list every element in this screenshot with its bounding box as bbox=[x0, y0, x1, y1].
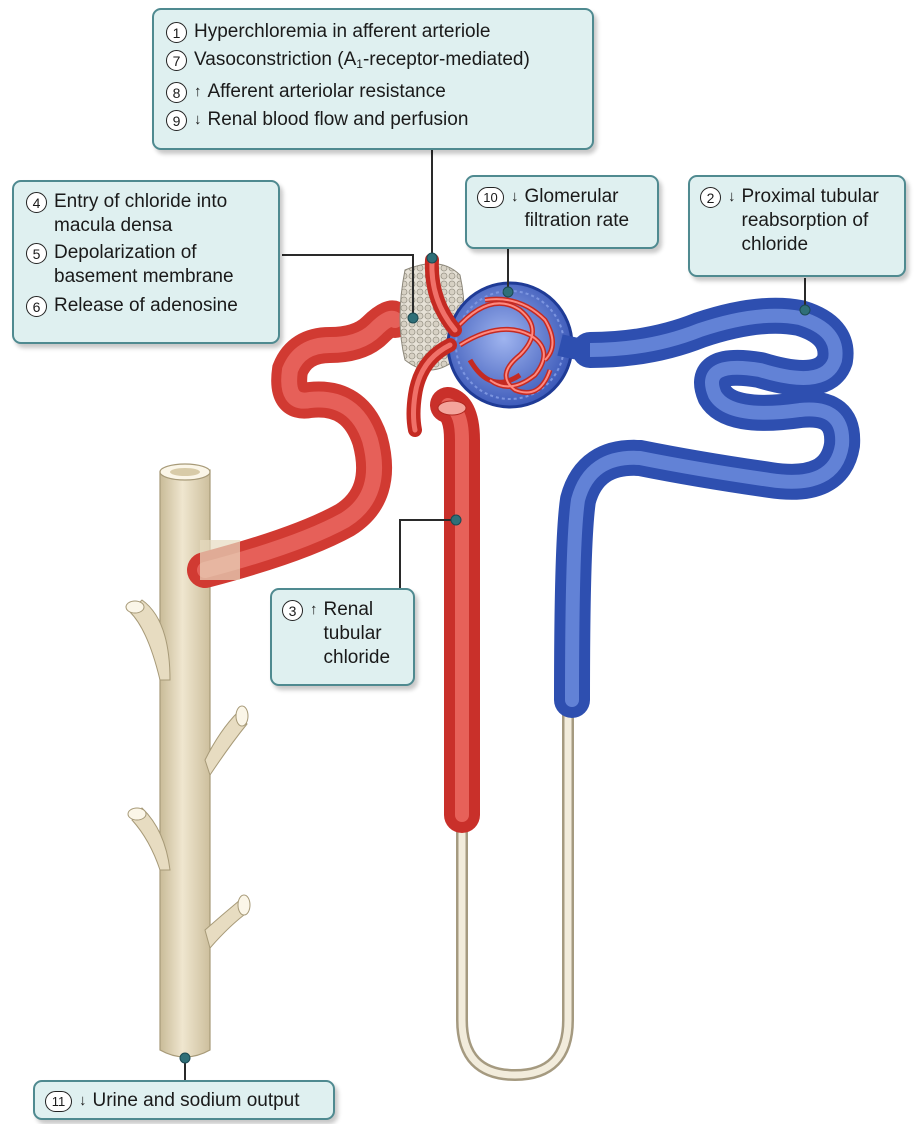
step-number-badge: 10 bbox=[477, 187, 504, 208]
thick-ascending-limb bbox=[438, 401, 466, 815]
step-7: 7 Vasoconstriction (A1-receptor-mediated… bbox=[166, 48, 580, 76]
step-1: 1 Hyperchloremia in afferent arteriole bbox=[166, 20, 580, 44]
down-arrow-icon: ↓ bbox=[728, 185, 736, 209]
down-arrow-icon: ↓ bbox=[79, 1089, 87, 1113]
step-text: Hyperchloremia in afferent arteriole bbox=[194, 20, 490, 44]
step-number-badge: 6 bbox=[26, 296, 47, 317]
step-9: 9 ↓ Renal blood flow and perfusion bbox=[166, 108, 580, 132]
step-number-badge: 2 bbox=[700, 187, 721, 208]
down-arrow-icon: ↓ bbox=[194, 108, 202, 132]
proximal-tubule bbox=[572, 316, 842, 700]
step-text: Release of adenosine bbox=[54, 294, 238, 318]
up-arrow-icon: ↑ bbox=[310, 598, 318, 622]
step-number-badge: 7 bbox=[166, 50, 187, 71]
step-number-badge: 8 bbox=[166, 82, 187, 103]
down-arrow-icon: ↓ bbox=[511, 185, 519, 209]
callout-urine-output: 11 ↓ Urine and sodium output bbox=[33, 1080, 335, 1120]
step-text: Urine and sodium output bbox=[93, 1089, 300, 1113]
callout-afferent-arteriole: 1 Hyperchloremia in afferent arteriole 7… bbox=[152, 8, 594, 150]
step-text: Afferent arteriolar resistance bbox=[208, 80, 446, 104]
step-11: 11 ↓ Urine and sodium output bbox=[45, 1089, 323, 1113]
distal-tubule bbox=[200, 319, 395, 580]
step-number-badge: 4 bbox=[26, 192, 47, 213]
up-arrow-icon: ↑ bbox=[194, 80, 202, 104]
glomerulus bbox=[448, 283, 590, 407]
step-number-badge: 11 bbox=[45, 1091, 72, 1112]
step-6: 6 Release of adenosine bbox=[26, 294, 266, 318]
step-8: 8 ↑ Afferent arteriolar resistance bbox=[166, 80, 580, 104]
step-number-badge: 5 bbox=[26, 243, 47, 264]
step-number-badge: 1 bbox=[166, 22, 187, 43]
step-number-badge: 3 bbox=[282, 600, 303, 621]
step-text: Vasoconstriction (A1-receptor-mediated) bbox=[194, 48, 530, 76]
step-text: Renal blood flow and perfusion bbox=[208, 108, 469, 132]
step-number-badge: 9 bbox=[166, 110, 187, 131]
